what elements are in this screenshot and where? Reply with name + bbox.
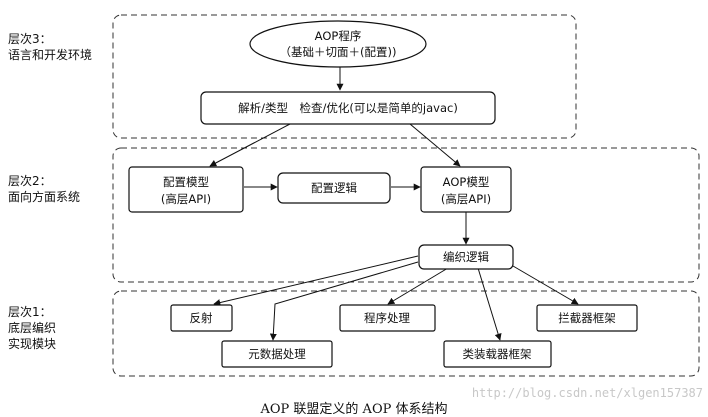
node-config-model-line2: (高层API) [161,192,211,206]
node-aop-model: AOP模型 (高层API) [420,166,512,213]
node-config-logic: 配置逻辑 [277,172,391,204]
node-reflection: 反射 [170,304,233,332]
node-config-model-line1: 配置模型 [163,175,209,189]
arrow-weave-to-program-proc [387,267,449,305]
node-config-logic-label: 配置逻辑 [311,181,357,195]
figure-caption: AOP 联盟定义的 AOP 体系结构 [260,401,448,417]
node-config-model: 配置模型 (高层API) [128,166,244,213]
layer-1-title: 层次1： [8,305,52,319]
connector-arrows [209,66,579,341]
node-weave-logic: 编织逻辑 [418,244,514,270]
arrow-weave-to-reflection [213,255,419,306]
watermark-url: http://blog.csdn.net/xlgen157387 [472,386,703,400]
layer-3-title: 层次3： [8,32,52,46]
arrow-parse-to-aop-model [409,123,461,167]
node-aop-program: AOP程序 （基础＋切面＋(配置)) [249,20,427,68]
layer-3-container [112,14,577,139]
layer-1-name-line2: 实现模块 [8,336,56,351]
node-classloader-framework: 类装载器框架 [443,340,552,368]
node-aop-model-line2: (高层API) [441,192,491,206]
node-interceptor-framework: 拦截器框架 [536,304,638,332]
node-aop-program-line1: AOP程序 [315,29,362,43]
layer-2-name: 面向方面系统 [8,189,80,204]
node-metadata-processing: 元数据处理 [221,340,333,368]
node-metadata-label: 元数据处理 [248,347,306,361]
node-program-proc-label: 程序处理 [364,311,410,325]
node-classloader-label: 类装载器框架 [463,347,532,361]
node-parse-check-optimize: 解析/类型 检查/优化(可以是简单的javac) [200,91,496,125]
node-reflection-label: 反射 [190,311,213,325]
node-program-processing: 程序处理 [339,304,436,332]
node-interceptor-label: 拦截器框架 [558,311,616,325]
arrow-weave-to-interceptor [512,265,579,305]
node-aop-program-line2: （基础＋切面＋(配置)) [280,45,397,59]
layer-2-title: 层次2： [8,174,52,188]
node-aop-model-line1: AOP模型 [443,175,490,189]
arrow-parse-to-config-model [209,123,291,167]
arrow-weave-to-classloader [477,267,502,341]
layer-1-container [112,290,700,377]
layer-1-name-line1: 底层编织 [8,320,56,335]
node-weave-logic-label: 编织逻辑 [443,250,489,264]
layer-3-name: 语言和开发环境 [8,47,92,62]
layer-2-container [112,147,700,283]
arrow-weave-to-metadata [269,261,419,341]
node-parse-label: 解析/类型 检查/优化(可以是简单的javac) [238,101,458,115]
